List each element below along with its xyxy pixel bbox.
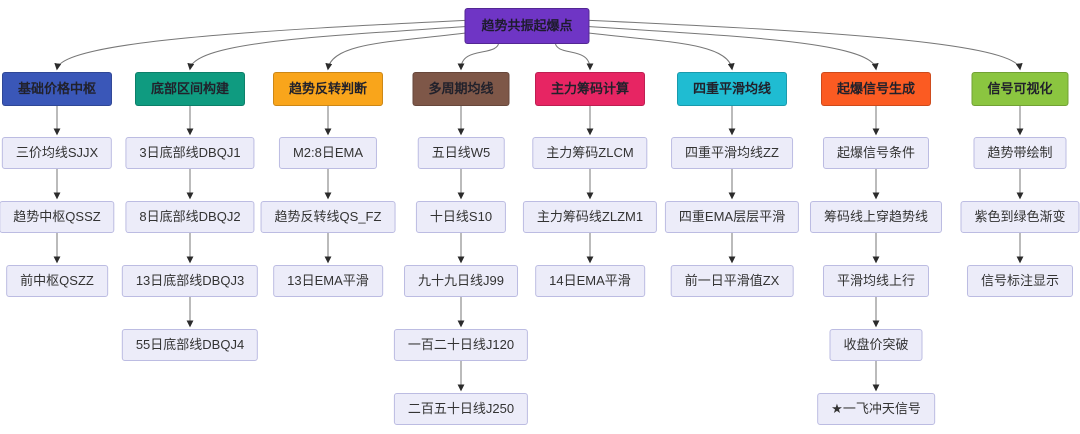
flow-node: 13日EMA平滑 <box>273 265 383 297</box>
flow-node: 前一日平滑值ZX <box>670 265 794 297</box>
flow-node: 主力筹码ZLCM <box>532 137 648 169</box>
flow-node: 信号标注显示 <box>966 265 1074 297</box>
flow-node: 一百二十日线J120 <box>393 329 529 361</box>
flow-node: 前中枢QSZZ <box>6 265 108 297</box>
column-header-2: 底部区间构建 <box>134 72 246 106</box>
flow-node: 8日底部线DBQJ2 <box>125 201 255 233</box>
root-node: 趋势共振起爆点 <box>464 8 590 44</box>
flow-node: M2:8日EMA <box>278 137 378 169</box>
flow-node: 三价均线SJJX <box>1 137 113 169</box>
flow-node: 趋势中枢QSSZ <box>0 201 115 233</box>
column-header-5: 主力筹码计算 <box>534 72 646 106</box>
flow-node: 四重EMA层层平滑 <box>664 201 800 233</box>
column-header-8: 信号可视化 <box>971 72 1069 106</box>
flow-node: 四重平滑均线ZZ <box>671 137 793 169</box>
flow-node: 平滑均线上行 <box>822 265 930 297</box>
flow-node: 二百五十日线J250 <box>393 393 529 425</box>
column-header-1: 基础价格中枢 <box>1 72 113 106</box>
flow-node: 55日底部线DBQJ4 <box>121 329 259 361</box>
column-header-4: 多周期均线 <box>412 72 510 106</box>
flow-node: 收盘价突破 <box>829 329 923 361</box>
flow-node: 趋势带绘制 <box>973 137 1067 169</box>
column-header-6: 四重平滑均线 <box>676 72 788 106</box>
flow-node: 趋势反转线QS_FZ <box>260 201 396 233</box>
flow-node: 筹码线上穿趋势线 <box>809 201 943 233</box>
flow-node: 14日EMA平滑 <box>535 265 645 297</box>
column-header-7: 起爆信号生成 <box>820 72 932 106</box>
column-header-3: 趋势反转判断 <box>272 72 384 106</box>
flow-node: 13日底部线DBQJ3 <box>121 265 259 297</box>
flow-node: 十日线S10 <box>415 201 507 233</box>
flow-node: 九十九日线J99 <box>404 265 518 297</box>
flow-node: 五日线W5 <box>417 137 505 169</box>
flow-node: 紫色到绿色渐变 <box>960 201 1080 233</box>
flow-node: 起爆信号条件 <box>822 137 930 169</box>
flow-node: 主力筹码线ZLZM1 <box>522 201 658 233</box>
flow-node: ★一飞冲天信号 <box>817 393 935 425</box>
flow-node: 3日底部线DBQJ1 <box>125 137 255 169</box>
